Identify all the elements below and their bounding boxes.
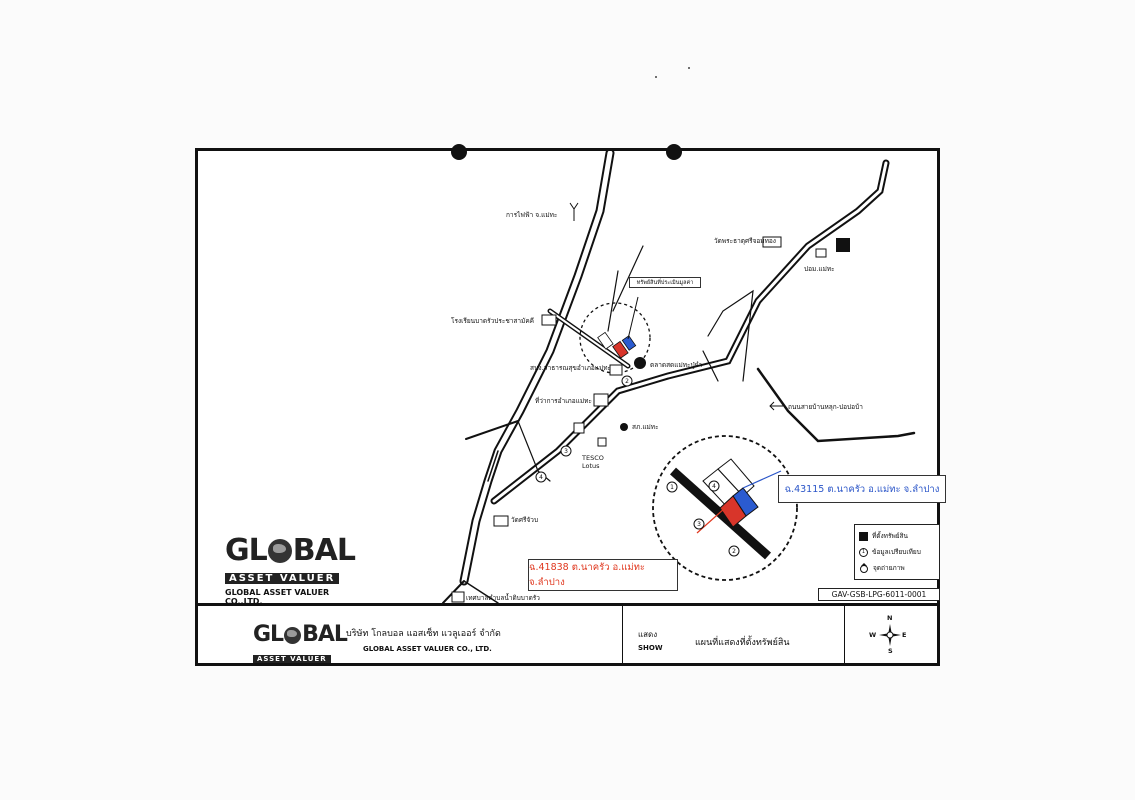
logo-word-left: GL xyxy=(225,533,268,568)
document-id: GAV-GSB-LPG-6011-0001 xyxy=(818,588,940,601)
district-office-icon xyxy=(593,393,609,407)
company-logo: GL BAL ASSET VALUER GLOBAL ASSET VALUER … xyxy=(225,536,365,606)
title-block-company-cell xyxy=(198,606,623,663)
logo-band: ASSET VALUER xyxy=(253,655,331,663)
globe-icon xyxy=(284,626,302,644)
svg-text:3: 3 xyxy=(697,521,701,528)
label-power-authority: การไฟฟ้า จ.แม่ทะ xyxy=(506,211,558,219)
power-tower-icon xyxy=(569,202,579,221)
municipality-icon xyxy=(451,591,465,603)
police-icon xyxy=(836,238,850,252)
title-block: GL BAL ASSET VALUER บริษัท โกลบอล แอสเซ็… xyxy=(198,603,937,663)
logo-word-right: BAL xyxy=(292,533,356,568)
label-health-office: สนง.สาธารณสุขอำเภอแม่ทะ xyxy=(530,364,612,372)
tesco-icon xyxy=(597,437,607,447)
comparable-circle-icon: 1 xyxy=(859,547,868,557)
scan-speck xyxy=(688,67,690,69)
label-market: ตลาดสดแม่ทะปู่ยำ xyxy=(650,361,703,369)
label-road: ถนนสายบ้านหลุก-ปอบ่อบ้า xyxy=(788,403,863,411)
punch-hole xyxy=(666,144,682,160)
label-police-station: สภ.แม่ทะ xyxy=(632,423,659,431)
legend-label: ข้อมูลเปรียบเทียบ xyxy=(872,548,921,556)
7-eleven-icon xyxy=(573,422,585,434)
temple-icon xyxy=(762,236,782,248)
legend-label: ที่ตั้งทรัพย์สิน xyxy=(872,532,908,540)
title-block-logo: GL BAL ASSET VALUER xyxy=(253,622,348,665)
logo-band: ASSET VALUER xyxy=(225,573,340,584)
label-police: ปอม.แม่ทะ xyxy=(804,265,835,273)
label-school: โรงเรียนบาดรัวประชาสามัคคี xyxy=(451,317,535,325)
scan-speck xyxy=(655,76,657,78)
label-district-office: ที่ว่าการอำเภอแม่ทะ xyxy=(535,397,592,405)
market-icon xyxy=(634,357,646,369)
globe-icon xyxy=(267,539,292,563)
svg-text:3: 3 xyxy=(564,448,568,455)
svg-text:2: 2 xyxy=(732,548,736,555)
label-temple-1: วัดพระธาตุศรีจอมทอง xyxy=(714,237,776,245)
detail-road xyxy=(669,467,772,560)
car-icon xyxy=(815,248,827,258)
compass-rose-icon: N S E W xyxy=(869,614,907,655)
detail-parcels xyxy=(669,458,782,560)
label-tesco: TESCO Lotus xyxy=(582,454,604,470)
subject-property-label: ทรัพย์สินที่ประเมินมูลค่า xyxy=(629,277,701,288)
compass-n: N xyxy=(887,614,893,622)
compass-e: E xyxy=(902,631,907,639)
road-arrow-icon xyxy=(769,401,783,411)
camera-point-icon xyxy=(859,563,869,573)
title-block-title-cell xyxy=(623,606,845,663)
svg-text:4: 4 xyxy=(539,474,543,481)
health-office-icon xyxy=(609,364,623,376)
deed-red-callout: ฉ.41838 ต.นาครัว อ.แม่ทะ จ.ลำปาง xyxy=(528,559,678,591)
police-station-icon xyxy=(620,423,628,431)
legend-item: จุดถ่ายภาพ xyxy=(859,560,935,576)
svg-text:1: 1 xyxy=(670,484,674,491)
logo-wordmark: GL BAL xyxy=(225,536,365,566)
legend-item: ที่ตั้งทรัพย์สิน xyxy=(859,528,935,544)
temple-2-icon xyxy=(493,515,509,527)
label-temple-2: วัดศรีจัวบ xyxy=(511,516,539,524)
company-name-en: GLOBAL ASSET VALUER CO., LTD. xyxy=(363,645,492,653)
logo-word-left: GL xyxy=(253,622,284,647)
map-sheet: 2 3 4 1 3 2 4 การไฟฟ้า จ.แม่ท xyxy=(195,148,946,666)
compass-s: S xyxy=(888,647,893,655)
label-municipality: เทศบาลตำบลน้ำดิบบาดรัว xyxy=(466,594,540,602)
legend-label: จุดถ่ายภาพ xyxy=(873,564,905,572)
logo-word-right: BAL xyxy=(302,622,348,647)
map-legend: ที่ตั้งทรัพย์สิน 1 ข้อมูลเปรียบเทียบ จุด… xyxy=(854,524,940,580)
logo-wordmark: GL BAL xyxy=(253,622,348,647)
show-label-th: แสดง xyxy=(638,630,658,639)
legend-item: 1 ข้อมูลเปรียบเทียบ xyxy=(859,544,935,560)
svg-text:4: 4 xyxy=(712,483,716,490)
black-square-icon xyxy=(859,531,868,541)
show-label-en: SHOW xyxy=(638,644,663,652)
logo-caption: GLOBAL ASSET VALUER CO.,LTD. xyxy=(225,588,330,606)
company-name-th: บริษัท โกลบอล แอสเซ็ท แวลูเออร์ จำกัด xyxy=(346,629,501,639)
punch-hole xyxy=(451,144,467,160)
detail-area-circle xyxy=(652,435,798,581)
map-title: แผนที่แสดงที่ตั้งทรัพย์สิน xyxy=(695,638,790,648)
subject-pointer xyxy=(627,296,639,340)
svg-text:2: 2 xyxy=(625,378,629,385)
subject-parcels-small xyxy=(597,331,637,359)
compass-w: W xyxy=(869,631,877,639)
map-drawing: 2 3 4 1 3 2 4 xyxy=(442,151,916,603)
school-icon xyxy=(541,314,557,326)
deed-blue-callout: ฉ.43115 ต.นาครัว อ.แม่ทะ จ.ลำปาง xyxy=(778,475,946,503)
